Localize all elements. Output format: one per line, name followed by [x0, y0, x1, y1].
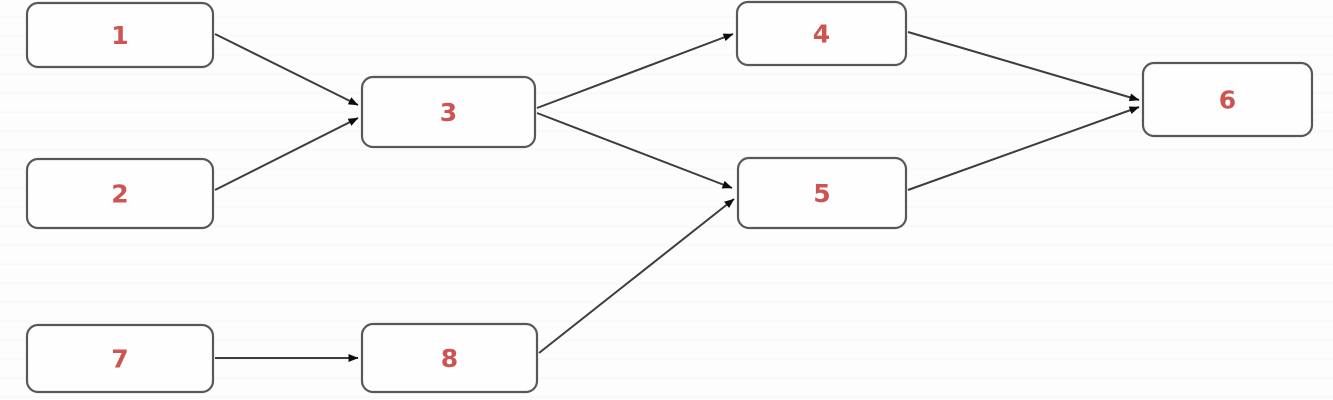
node-7-label: 7 — [111, 345, 128, 374]
node-7[interactable]: 7 — [25, 323, 215, 394]
node-1-label: 1 — [111, 21, 128, 50]
edge-2-to-3 — [214, 117, 359, 191]
node-8-box[interactable] — [360, 322, 539, 394]
edge-1-to-3 — [214, 33, 359, 106]
node-5-box[interactable] — [736, 156, 908, 230]
node-5-label: 5 — [813, 179, 830, 208]
edge-3-to-4 — [536, 33, 734, 109]
node-1[interactable]: 1 — [25, 1, 215, 69]
node-8-label: 8 — [441, 344, 458, 373]
node-4-label: 4 — [813, 20, 830, 49]
node-3[interactable]: 3 — [360, 75, 537, 149]
node-2-box[interactable] — [25, 157, 215, 230]
node-5[interactable]: 5 — [736, 156, 908, 230]
node-4-box[interactable] — [735, 0, 908, 67]
node-2[interactable]: 2 — [25, 157, 215, 230]
edges-layer — [214, 31, 1140, 362]
node-2-label: 2 — [111, 180, 128, 209]
node-6[interactable]: 6 — [1141, 61, 1314, 138]
edge-5-to-6 — [907, 106, 1140, 191]
node-4[interactable]: 4 — [735, 0, 908, 67]
node-6-box[interactable] — [1141, 61, 1314, 138]
node-8[interactable]: 8 — [360, 322, 539, 394]
nodes-layer: 1 2 3 4 5 6 7 8 — [25, 0, 1314, 394]
node-6-label: 6 — [1219, 86, 1236, 115]
edge-4-to-6 — [907, 31, 1140, 102]
node-7-box[interactable] — [25, 323, 215, 394]
node-3-box[interactable] — [360, 75, 537, 149]
node-1-box[interactable] — [25, 1, 215, 69]
node-3-label: 3 — [440, 98, 457, 127]
edge-3-to-5 — [536, 112, 733, 189]
edge-8-to-5 — [538, 198, 735, 354]
